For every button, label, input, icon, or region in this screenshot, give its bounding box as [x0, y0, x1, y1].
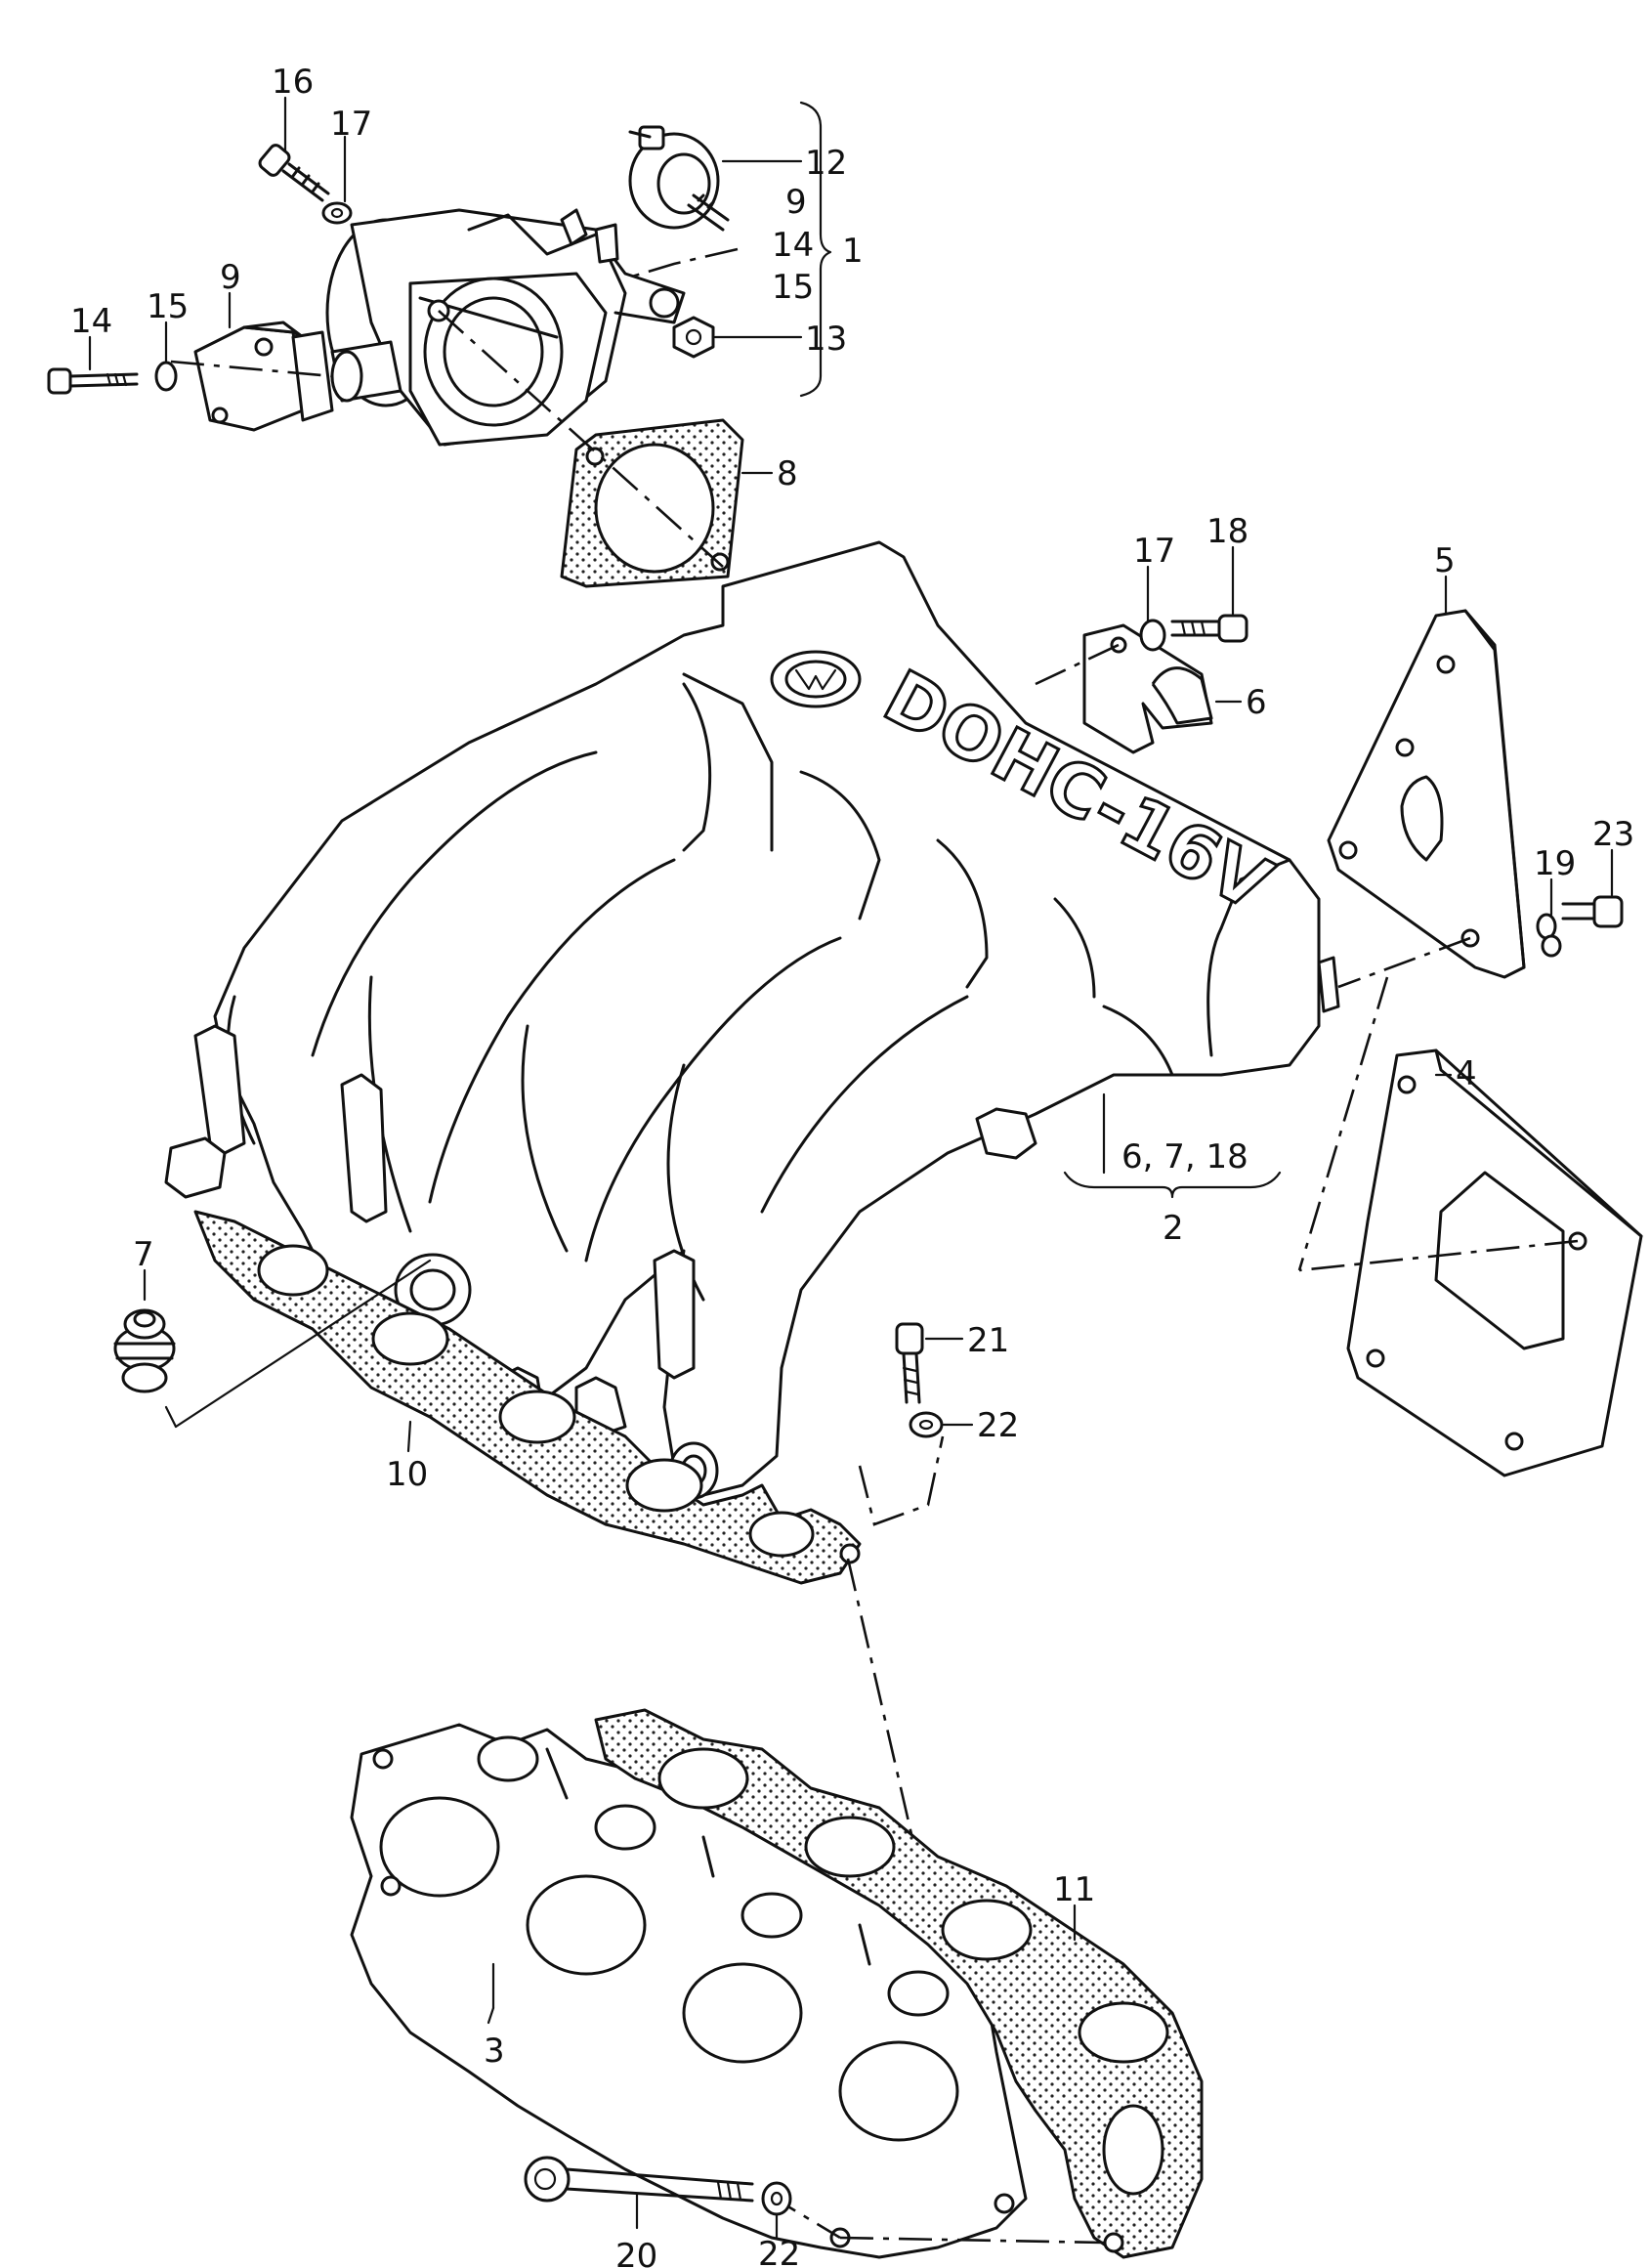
callout-21: 21 — [967, 1321, 1009, 1360]
callout-labels: 16 17 12 9 14 15 1 13 14 15 9 8 17 18 6 … — [70, 63, 1634, 2268]
callout-22-middle: 22 — [977, 1406, 1019, 1445]
callout-4: 4 — [1456, 1054, 1477, 1093]
callout-6: 6 — [1246, 683, 1267, 722]
bolt-18 — [1170, 545, 1248, 643]
callout-12: 12 — [805, 144, 847, 183]
washer-17-top — [321, 135, 353, 225]
callout-5: 5 — [1434, 541, 1456, 580]
callout-16: 16 — [272, 63, 314, 102]
callout-13: 13 — [805, 320, 847, 359]
plug-7 — [113, 1268, 176, 1393]
callout-6-7-18: 6, 7, 18 — [1121, 1137, 1248, 1177]
callout-11: 11 — [1053, 1870, 1095, 1909]
stud-bolt-20 — [524, 2156, 754, 2230]
callout-8: 8 — [777, 454, 798, 493]
callout-9-group: 9 — [785, 183, 807, 222]
callout-19: 19 — [1534, 844, 1576, 883]
bracket-6 — [1082, 623, 1243, 754]
callout-9: 9 — [220, 258, 241, 297]
bracket-plate-4 — [1346, 1048, 1643, 1477]
callout-15-group: 15 — [772, 268, 814, 307]
washer-22-middle — [909, 1411, 974, 1438]
callout-10: 10 — [386, 1455, 428, 1494]
bracket-5 — [1327, 575, 1526, 979]
washer-22-bottom — [761, 2181, 792, 2240]
callout-20: 20 — [615, 2237, 657, 2268]
callout-18: 18 — [1206, 512, 1248, 551]
bolt-16 — [258, 96, 330, 202]
callout-2: 2 — [1163, 1209, 1184, 1248]
callout-7: 7 — [133, 1235, 154, 1274]
lower-manifold-3 — [350, 1723, 1028, 2259]
callout-23: 23 — [1592, 815, 1634, 854]
callout-17-top: 17 — [330, 105, 372, 144]
bolt-23 — [1561, 848, 1624, 928]
nut-13 — [672, 316, 803, 359]
callout-3: 3 — [484, 2032, 505, 2071]
callout-14-group: 14 — [772, 226, 814, 265]
screw-14-left — [47, 335, 139, 395]
washer-17-middle — [1139, 565, 1166, 652]
valve-12 — [628, 125, 803, 232]
gasket-11 — [594, 1708, 1204, 2259]
callout-17-middle: 17 — [1133, 532, 1175, 571]
throttle-gasket-8 — [560, 418, 774, 588]
bolt-21 — [895, 1322, 964, 1404]
callout-14: 14 — [70, 302, 112, 341]
throttle-body-assembly — [325, 208, 686, 447]
callout-22-bottom: 22 — [758, 2235, 800, 2268]
callout-15: 15 — [147, 287, 189, 326]
washer-15-left — [154, 321, 178, 392]
washer-19 — [1536, 877, 1562, 958]
throttle-sensor-9 — [193, 291, 402, 432]
callout-1: 1 — [842, 232, 864, 271]
